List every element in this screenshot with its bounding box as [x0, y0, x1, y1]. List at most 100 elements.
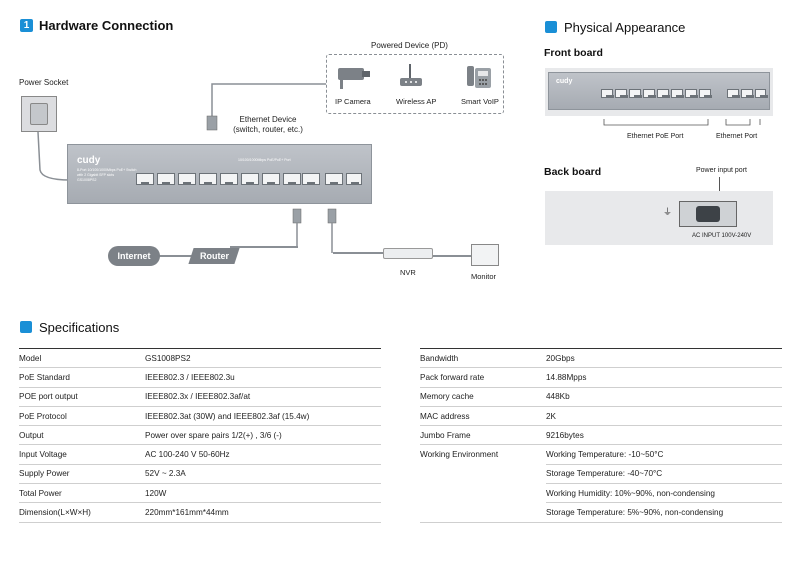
switch-sfp-port	[346, 173, 362, 185]
back-board-panel: ⏚ AC INPUT 100V-240V	[545, 191, 773, 245]
spec-label: Input Voltage	[19, 444, 145, 465]
switch-port-1	[136, 173, 154, 185]
spec-label: Model	[19, 347, 145, 369]
spec-value: 20Gbps	[546, 347, 782, 369]
ethernet-device-label-2: (switch, router, etc.)	[233, 125, 303, 134]
ac-power-socket	[679, 201, 737, 227]
front-uplink-port-10	[741, 89, 754, 98]
internet-cloud: Internet	[108, 246, 160, 266]
spec-value: Working Temperature: -10~50°C	[546, 444, 782, 465]
ip-camera-icon	[338, 68, 370, 89]
section-number-badge: 1	[20, 19, 33, 32]
switch-port-8	[283, 173, 301, 185]
ethernet-poe-port-label: Ethernet PoE Port	[627, 133, 684, 140]
spec-label	[420, 484, 546, 503]
front-port-6	[671, 89, 684, 98]
front-board-panel: cudy	[545, 68, 773, 116]
spec-value: IEEE802.3at (30W) and IEEE802.3af (15.4w…	[145, 406, 381, 427]
switch-nvr-wire	[333, 252, 383, 254]
spec-label: Memory cache	[420, 387, 546, 407]
pd-cable-icon	[206, 83, 326, 131]
router-switch-wire	[230, 246, 298, 248]
spec-value: Power over spare pairs 1/2(+) , 3/6 (-)	[145, 425, 381, 446]
ip-camera-label: IP Camera	[335, 97, 371, 106]
spec-label: PoE Protocol	[19, 406, 145, 427]
spec-value: 9216bytes	[546, 425, 782, 446]
uplink-cables-icon	[292, 208, 337, 253]
power-input-pointer	[719, 177, 720, 191]
front-port-5	[657, 89, 670, 98]
ethernet-device-label-1: Ethernet Device	[239, 115, 297, 124]
spec-value: AC 100-240 V 50-60Hz	[145, 444, 381, 465]
switch-port-7	[262, 173, 280, 185]
wireless-ap-icon	[400, 64, 422, 86]
spec-label: Pack forward rate	[420, 367, 546, 388]
monitor-label: Monitor	[471, 272, 497, 281]
switch-model-tag: GS1008PS2	[77, 178, 97, 182]
switch-port-5	[220, 173, 238, 185]
spec-label: Output	[19, 425, 145, 446]
spec-label: Bandwidth	[420, 347, 546, 369]
spec-value: 2K	[546, 406, 782, 427]
internet-router-wire	[155, 255, 195, 257]
powered-device-group	[326, 54, 504, 114]
front-port-4	[643, 89, 656, 98]
hardware-connection-title: Hardware Connection	[39, 18, 174, 33]
front-port-3	[629, 89, 642, 98]
spec-value: IEEE802.3 / IEEE802.3u	[145, 367, 381, 388]
spec-label	[420, 464, 546, 483]
router-label: Router	[199, 251, 229, 261]
powered-device-label: Powered Device (PD)	[371, 41, 448, 50]
specifications-title: Specifications	[39, 320, 120, 335]
front-port-2	[615, 89, 628, 98]
power-socket-label: Power Socket	[19, 78, 69, 87]
table-row: Storage Temperature: 5%~90%, non-condens…	[420, 502, 782, 523]
power-cable-icon	[37, 131, 71, 181]
physical-section-square-icon	[545, 21, 557, 33]
switch-uplink-port-10	[325, 173, 343, 185]
spec-value: Storage Temperature: 5%~90%, non-condens…	[546, 502, 782, 523]
spec-label: Supply Power	[19, 464, 145, 485]
power-socket-icon	[21, 96, 57, 132]
table-row: Dimension(L×W×H)220mm*161mm*44mm	[19, 502, 381, 523]
back-board-title: Back board	[544, 166, 602, 178]
ethernet-port-label: Ethernet Port	[716, 133, 758, 140]
ground-symbol-icon: ⏚	[663, 207, 673, 217]
spec-label: Total Power	[19, 483, 145, 504]
monitor-icon	[471, 244, 499, 266]
switch-device: cudy 8-Port 10/100/1000Mbps PoE+ Switch …	[67, 144, 372, 204]
spec-label: POE port output	[19, 387, 145, 407]
front-port-7	[685, 89, 698, 98]
spec-label: Dimension(L×W×H)	[19, 502, 145, 523]
table-row: Working Humidity: 10%~90%, non-condensin…	[420, 483, 782, 504]
physical-appearance-title: Physical Appearance	[564, 20, 686, 35]
spec-value: Working Humidity: 10%~90%, non-condensin…	[546, 483, 782, 504]
specifications-square-icon	[20, 321, 32, 333]
front-port-1	[601, 89, 614, 98]
switch-port-3	[178, 173, 196, 185]
spec-label	[420, 502, 546, 523]
wireless-ap-label: Wireless AP	[396, 97, 437, 106]
nvr-label: NVR	[400, 268, 416, 277]
nvr-monitor-wire	[433, 255, 471, 257]
spec-value: Storage Temperature: -40~70°C	[546, 464, 782, 485]
router-device: Router	[188, 248, 240, 264]
front-board-title: Front board	[544, 47, 603, 59]
front-brand-logo: cudy	[556, 78, 573, 85]
spec-value: 220mm*161mm*44mm	[145, 502, 381, 523]
spec-label: PoE Standard	[19, 367, 145, 388]
spec-value: 52V ~ 2.3A	[145, 464, 381, 485]
voip-phone-icon	[467, 66, 491, 88]
